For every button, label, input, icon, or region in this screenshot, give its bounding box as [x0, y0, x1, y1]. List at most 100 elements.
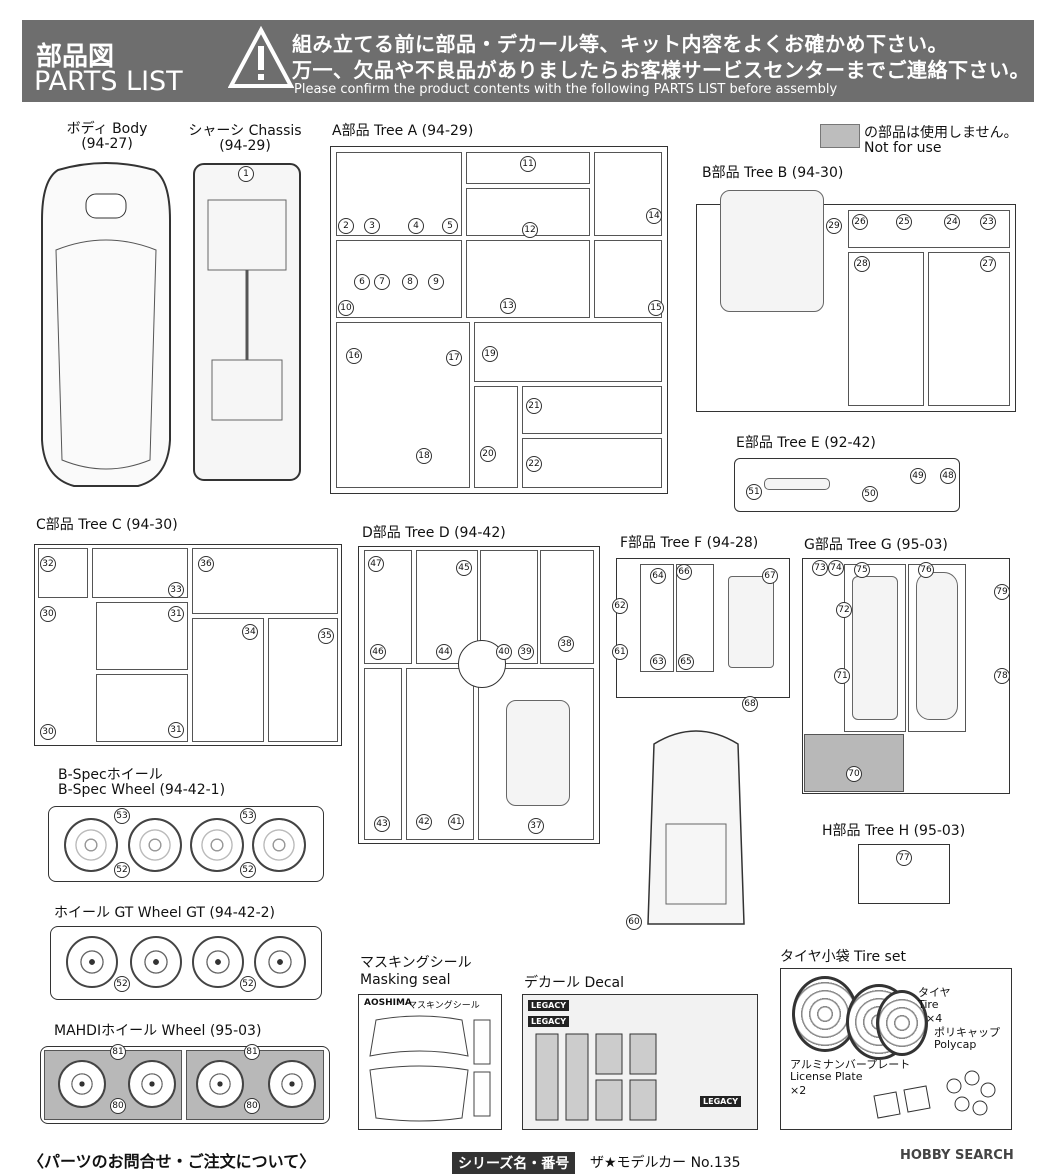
gt-wheel [254, 936, 306, 988]
masking-label-en: Masking seal [360, 972, 451, 988]
roof-box-part [916, 572, 958, 720]
part-number: 8 [402, 274, 418, 290]
notice-line-1: 組み立てる前に部品・デカール等、キット内容をよくお確かめ下さい。 [292, 32, 948, 56]
plate-qty: ×2 [790, 1084, 807, 1097]
part-number: 15 [648, 300, 664, 316]
part-number: 24 [944, 214, 960, 230]
tree-h-label: H部品 Tree H (95-03) [822, 823, 966, 839]
notice-line-3: Please confirm the product contents with… [294, 82, 838, 97]
part-number: 11 [520, 156, 536, 172]
light-part [764, 478, 830, 490]
part-number: 25 [896, 214, 912, 230]
tireset-label: タイヤ小袋 Tire set [780, 949, 906, 965]
masking-label-ja: マスキングシール [360, 955, 472, 971]
tree-a-cell [474, 386, 518, 488]
watermark: HOBBY SEARCH [900, 1148, 1014, 1163]
part-number: 80 [110, 1098, 126, 1114]
roof-rack-part [852, 576, 898, 720]
part-number: 21 [526, 398, 542, 414]
warning-icon [228, 26, 294, 88]
part-number: 80 [244, 1098, 260, 1114]
part-number: 20 [480, 446, 496, 462]
part-number: 27 [980, 256, 996, 272]
series-tag: シリーズ名・番号 [452, 1152, 576, 1174]
part-number: 81 [110, 1044, 126, 1060]
part-number: 49 [910, 468, 926, 484]
part-number: 68 [742, 696, 758, 712]
part-number: 47 [368, 556, 384, 572]
tree-c-cell [192, 548, 338, 614]
bspec-wheel [64, 818, 118, 872]
bspec-wheel [252, 818, 306, 872]
part-number: 39 [518, 644, 534, 660]
part-number: 32 [40, 556, 56, 572]
part-number: 53 [114, 808, 130, 824]
mahdi-wheel [58, 1060, 106, 1108]
title-en: PARTS LIST [34, 66, 183, 97]
bspec-wheel [190, 818, 244, 872]
masking-shapes [369, 1015, 491, 1122]
part-number: 64 [650, 568, 666, 584]
part-number: 60 [626, 914, 642, 930]
part-number: 46 [370, 644, 386, 660]
part-number: 50 [862, 486, 878, 502]
part-number: 66 [676, 564, 692, 580]
part-number: 81 [244, 1044, 260, 1060]
gt-wheel [192, 936, 244, 988]
part-number: 75 [854, 562, 870, 578]
part-number: 19 [482, 346, 498, 362]
part-number: 76 [918, 562, 934, 578]
tree-b-cell [848, 252, 924, 406]
part-number: 51 [746, 484, 762, 500]
body-label: ボディ Body [66, 121, 148, 137]
not-used-ja: の部品は使用しません。 [864, 125, 1018, 141]
tree-b-cell [928, 252, 1010, 406]
part-number: 7 [374, 274, 390, 290]
decal-window-shapes [535, 1033, 657, 1121]
tree-d-cell [364, 668, 402, 840]
part-number: 1 [238, 166, 254, 182]
decal-label: デカール Decal [524, 975, 625, 991]
part-number: 4 [408, 218, 424, 234]
part-number: 9 [428, 274, 444, 290]
part-number: 61 [612, 644, 628, 660]
part-number: 5 [442, 218, 458, 234]
part-number: 77 [896, 850, 912, 866]
part-number: 73 [812, 560, 828, 576]
mahdi-wheel [268, 1060, 316, 1108]
part-number: 37 [528, 818, 544, 834]
part-number: 44 [436, 644, 452, 660]
interior-panel-part [728, 576, 774, 668]
part-number: 17 [446, 350, 462, 366]
masking-brand: AOSHIMA [364, 998, 412, 1008]
part-number: 65 [678, 654, 694, 670]
not-used-en: Not for use [864, 140, 942, 156]
part-number: 30 [40, 724, 56, 740]
masking-seal-title: マスキングシール [408, 1001, 480, 1011]
part-number: 78 [994, 668, 1010, 684]
roof-part [647, 730, 745, 925]
part-number: 13 [500, 298, 516, 314]
body-drawing [41, 162, 171, 487]
gt-wheel [130, 936, 182, 988]
part-number: 18 [416, 448, 432, 464]
gt-wheel [66, 936, 118, 988]
tree-e-label: E部品 Tree E (92-42) [736, 435, 876, 451]
part-number: 31 [168, 606, 184, 622]
part-number: 6 [354, 274, 370, 290]
part-number: 52 [240, 862, 256, 878]
part-number: 31 [168, 722, 184, 738]
tree-d-cell [406, 668, 474, 840]
bspec-label-2: B-Spec Wheel (94-42-1) [58, 782, 226, 798]
seat-back-part [720, 190, 824, 312]
part-number: 52 [240, 976, 256, 992]
part-number: 63 [650, 654, 666, 670]
tire-en: Tire [918, 998, 939, 1011]
bspec-wheel [128, 818, 182, 872]
bspec-label-1: B-Specホイール [58, 767, 163, 783]
part-number: 74 [828, 560, 844, 576]
decal-legacy-3: LEGACY [700, 1096, 741, 1107]
tank-part [506, 700, 570, 806]
tree-f-label: F部品 Tree F (94-28) [620, 535, 759, 551]
part-number: 22 [526, 456, 542, 472]
